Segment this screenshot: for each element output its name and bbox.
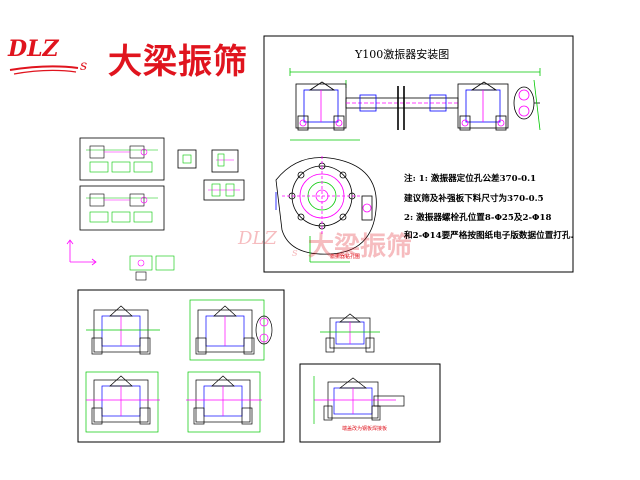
end-cover-caption: 端盖改为钢板焊接板 — [342, 425, 387, 432]
logo-underline-icon — [9, 65, 79, 75]
drawing-note-4: 和2-Φ14要严格按图纸电子版数据位置打孔. — [404, 231, 574, 241]
watermark-mark: DLZ — [238, 228, 277, 249]
thumbnail-sheet-3[interactable] — [177, 149, 197, 169]
thumbnail-sheet-4[interactable] — [211, 149, 239, 173]
watermark-company: 大梁振筛 — [308, 232, 413, 262]
exciter-assembly-top-view[interactable] — [289, 68, 541, 141]
bolt-hole-pattern-view[interactable] — [275, 156, 377, 263]
brand-logo-sub: s — [80, 58, 88, 74]
thumbnail-sheet-1[interactable] — [79, 137, 165, 181]
coordinate-axis-icon — [66, 239, 97, 266]
brand-logo: DLZ s 大梁振筛 — [8, 30, 248, 82]
drawing-note-2: 建议筛及补强板下料尺寸为370-0.5 — [404, 194, 544, 204]
main-drawing-sheet[interactable] — [263, 35, 574, 273]
brand-company-name: 大梁振筛 — [108, 42, 248, 82]
drawing-note-3: 2: 激振器螺栓孔位置8-Φ25及2-Φ18 — [404, 213, 552, 223]
watermark-sub: s — [292, 246, 298, 259]
thumbnail-sheet-2[interactable] — [79, 185, 165, 231]
thumbnail-sheet-5[interactable] — [203, 179, 245, 201]
hole-view-caption: 激振器钻孔图 — [330, 253, 360, 260]
drawing-note-1: 注: 1: 激振器定位孔公差370-0.1 — [404, 174, 537, 184]
bottom-assembly-sheet[interactable] — [77, 289, 285, 443]
end-cover-sheet[interactable] — [299, 363, 441, 443]
exciter-side-view[interactable] — [320, 313, 380, 353]
thumbnail-sheet-6[interactable] — [129, 255, 175, 281]
drawing-title: Y100激振器安装图 — [355, 48, 450, 61]
brand-logo-mark: DLZ — [8, 36, 59, 62]
